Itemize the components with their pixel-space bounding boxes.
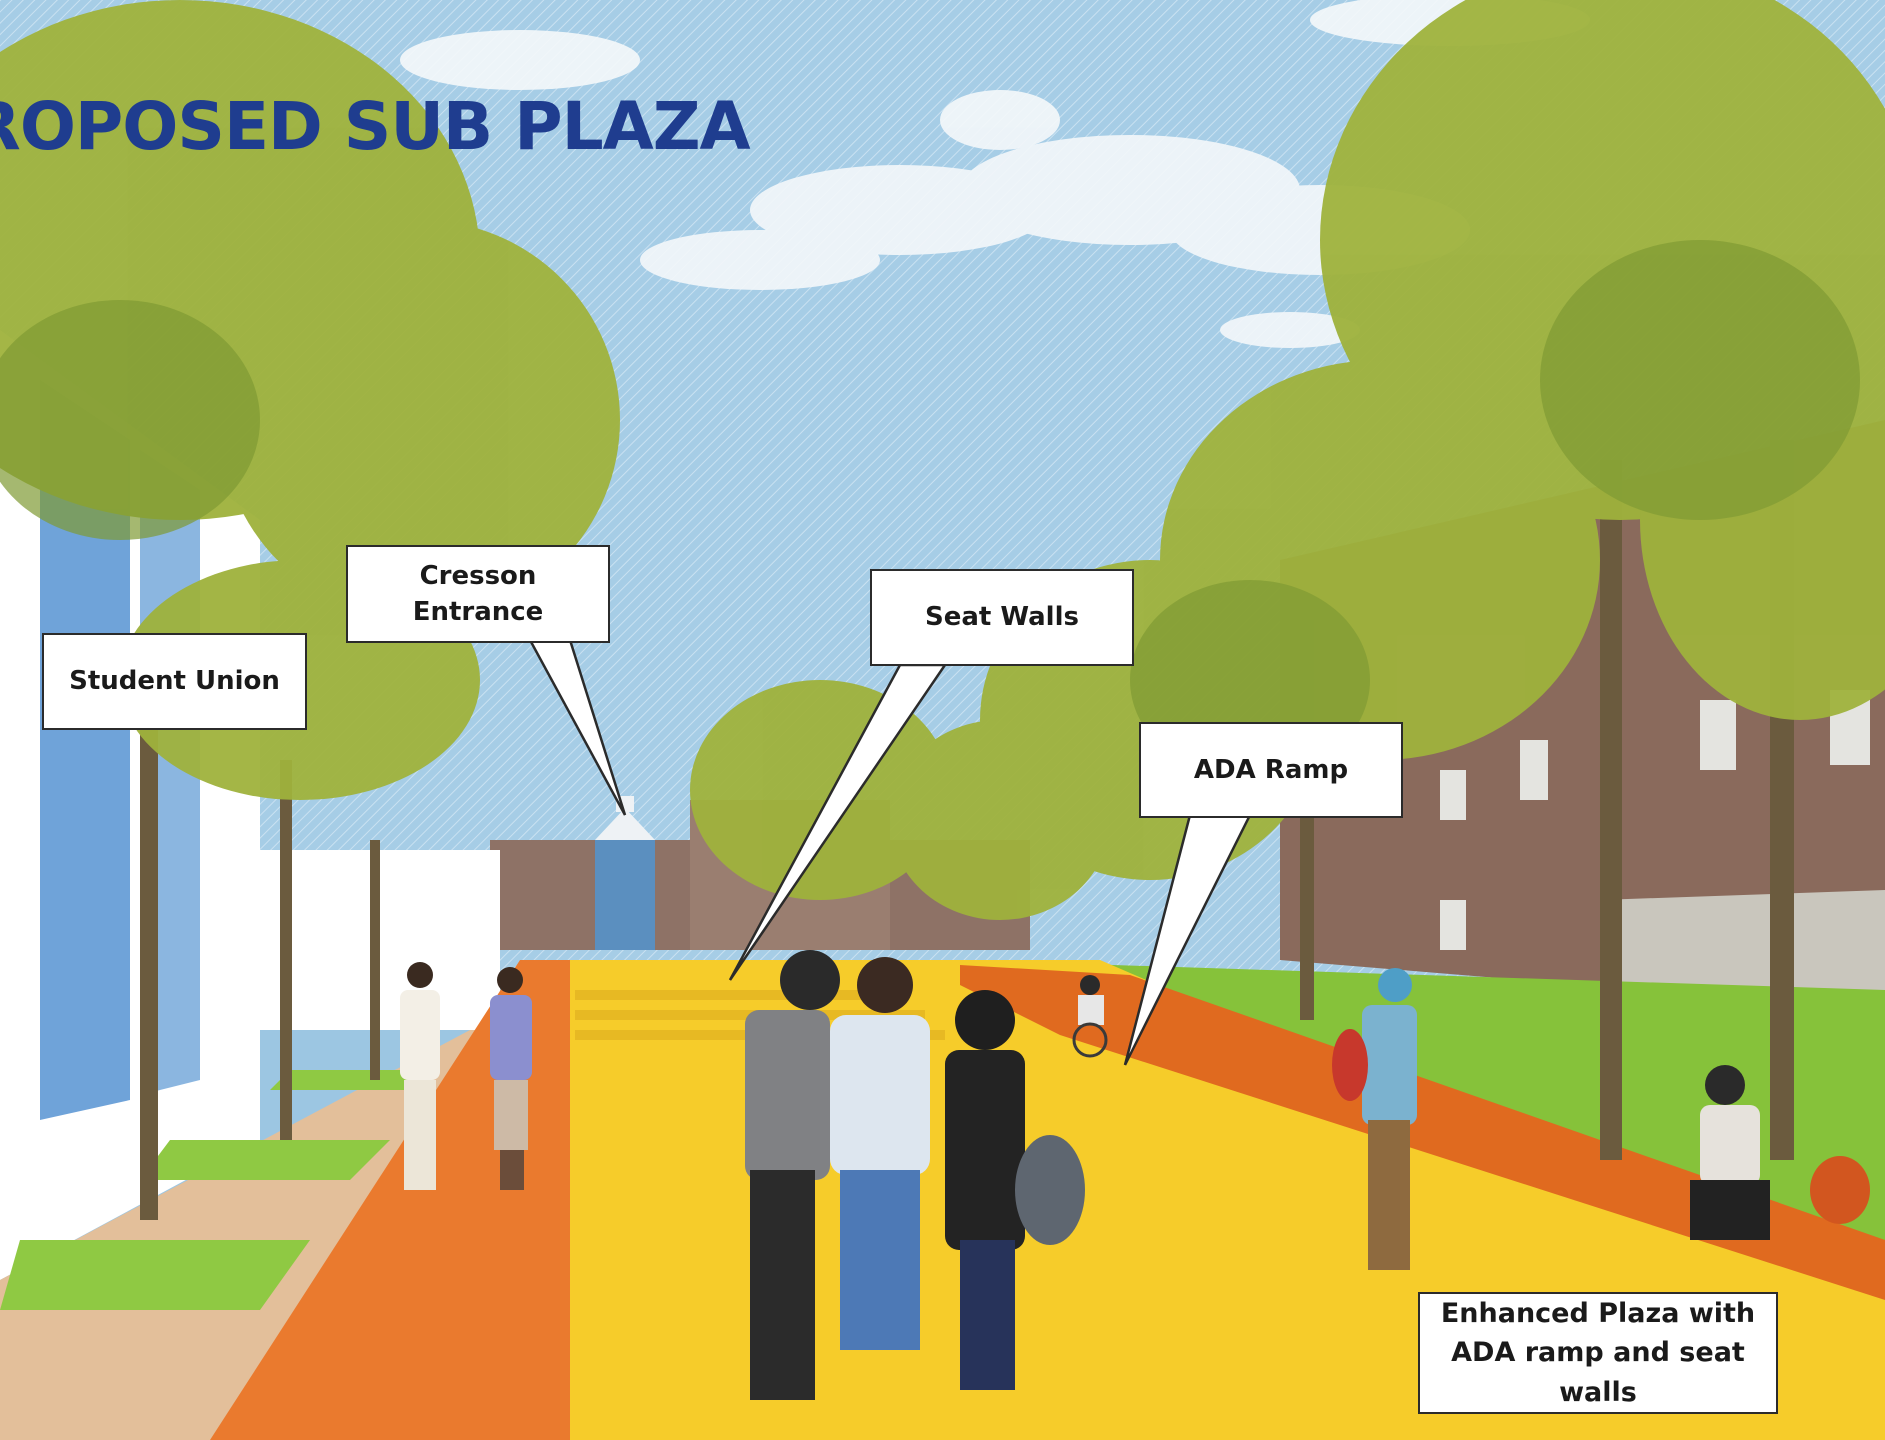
ada-ramp-wall xyxy=(960,965,1885,1300)
callout-ada-ramp-label: ADA Ramp xyxy=(1193,754,1349,785)
person-walking-left xyxy=(400,962,440,1190)
callout-cresson-line2: Entrance xyxy=(412,597,544,627)
callout-ada-ramp: ADA Ramp xyxy=(1139,722,1403,818)
callout-pointers xyxy=(527,638,1253,1066)
planter-strips xyxy=(0,1070,430,1310)
callout-enhanced-line2: ADA ramp and seat xyxy=(1451,1337,1745,1369)
seated-person xyxy=(1690,1065,1870,1240)
callout-enhanced-line3: walls xyxy=(1559,1376,1637,1408)
person-walking-purple xyxy=(490,967,532,1190)
callout-enhanced-line1: Enhanced Plaza with xyxy=(1440,1298,1756,1330)
callout-student-union-label: Student Union xyxy=(69,666,280,697)
callout-student-union: Student Union xyxy=(42,633,307,730)
group-of-three xyxy=(745,950,1085,1400)
trees xyxy=(0,0,1885,1220)
orange-path xyxy=(210,960,570,1440)
callout-cresson-entrance: Cresson Entrance xyxy=(346,545,610,643)
callout-cresson-line1: Cresson xyxy=(419,560,537,591)
callout-seat-walls-label: Seat Walls xyxy=(925,602,1079,633)
lawn xyxy=(960,960,1885,1260)
page-title: ROPOSED SUB PLAZA xyxy=(0,88,751,165)
people xyxy=(400,950,1870,1400)
wheelchair-user xyxy=(1072,975,1108,1058)
photographer xyxy=(1332,968,1417,1270)
callout-seat-walls: Seat Walls xyxy=(870,569,1134,666)
callout-enhanced-plaza: Enhanced Plaza with ADA ramp and seat wa… xyxy=(1418,1292,1778,1414)
